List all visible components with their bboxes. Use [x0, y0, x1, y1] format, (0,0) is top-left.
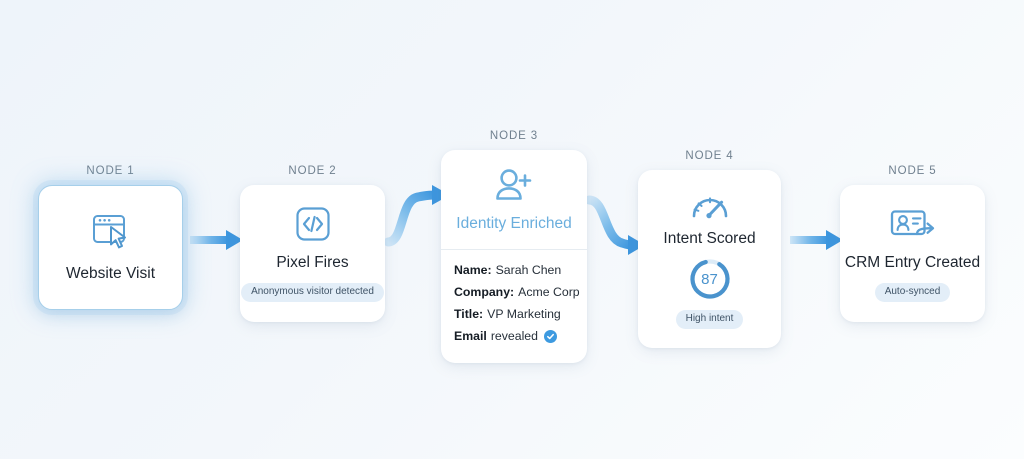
detail-row-company: Company: Acme Corp	[454, 285, 587, 299]
node-3-title: Identity Enriched	[456, 215, 572, 232]
node-4-title: Intent Scored	[663, 230, 756, 248]
workflow-node-5[interactable]: NODE 5 CRM Entry Created Auto-synced	[840, 165, 985, 322]
detail-key: Title:	[454, 307, 484, 321]
node-5-title: CRM Entry Created	[844, 254, 981, 272]
gauge-icon	[689, 189, 731, 221]
connector-node3-node4	[584, 195, 645, 255]
detail-row-email: Email revealed	[454, 329, 587, 343]
intent-score-value: 87	[701, 270, 718, 288]
intent-score-ring: 87	[688, 257, 732, 301]
workflow-node-4[interactable]: NODE 4 Intent Scored 87	[638, 150, 781, 348]
workflow-node-1[interactable]: NODE 1 Website Visit	[38, 165, 183, 310]
node-4-card[interactable]: Intent Scored 87 High intent	[638, 170, 781, 348]
workflow-node-3[interactable]: NODE 3 Identity Enriched Name: Sarah Che…	[441, 130, 587, 363]
contact-card-arrow-icon	[890, 205, 936, 243]
browser-cursor-icon	[91, 213, 131, 251]
node-3-card[interactable]: Identity Enriched Name: Sarah Chen Compa…	[441, 150, 587, 363]
detail-row-name: Name: Sarah Chen	[454, 263, 587, 277]
connector-node4-node5	[790, 230, 843, 250]
detail-row-title: Title: VP Marketing	[454, 307, 587, 321]
detail-value: VP Marketing	[487, 307, 561, 321]
node-4-label: NODE 4	[685, 150, 734, 162]
detail-value: Sarah Chen	[495, 263, 562, 277]
node-2-title: Pixel Fires	[276, 254, 349, 272]
code-brackets-icon	[294, 205, 332, 243]
node-2-label: NODE 2	[288, 165, 337, 177]
node-1-title: Website Visit	[65, 264, 156, 282]
workflow-node-2[interactable]: NODE 2 Pixel Fires Anonymous visitor det…	[240, 165, 385, 322]
node-3-label: NODE 3	[489, 130, 539, 142]
detail-value: Acme Corp	[518, 285, 580, 299]
connector-node1-node2	[190, 230, 243, 250]
node-3-divider	[441, 249, 587, 250]
detail-key: Company:	[454, 285, 515, 299]
node-5-card[interactable]: CRM Entry Created Auto-synced	[840, 185, 985, 322]
node-4-badge: High intent	[675, 310, 744, 329]
node-3-detail-list: Name: Sarah Chen Company: Acme Corp Titl…	[441, 250, 587, 343]
node-5-badge: Auto-synced	[874, 283, 951, 302]
node-5-label: NODE 5	[888, 165, 937, 177]
node-1-label: NODE 1	[86, 165, 135, 177]
user-plus-icon	[492, 167, 536, 207]
detail-key: Name:	[454, 263, 492, 277]
node-2-card[interactable]: Pixel Fires Anonymous visitor detected	[240, 185, 385, 322]
node-1-card[interactable]: Website Visit	[38, 185, 183, 310]
detail-key: Email	[454, 329, 487, 343]
verified-check-icon	[543, 329, 557, 343]
detail-value: revealed	[490, 329, 538, 343]
node-2-badge: Anonymous visitor detected	[241, 283, 384, 302]
